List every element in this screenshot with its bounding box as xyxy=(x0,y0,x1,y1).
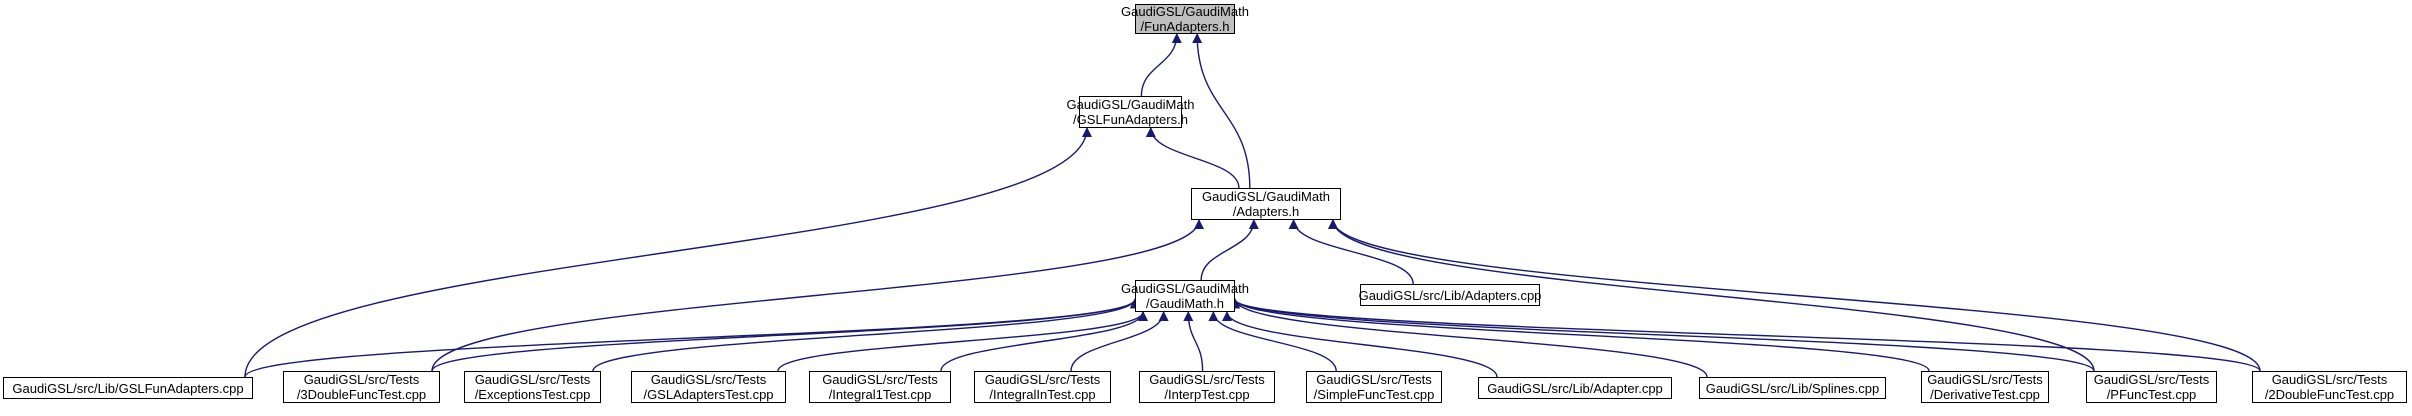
node-label-line: GaudiGSL/src/Lib/Splines.cpp xyxy=(1705,380,1880,396)
graph-node-t2doublefunc[interactable]: GaudiGSL/src/Tests/2DoubleFuncTest.cpp xyxy=(2252,371,2407,403)
node-label-line: /2DoubleFuncTest.cpp xyxy=(2264,387,2395,402)
node-label-line: GaudiGSL/src/Tests xyxy=(1316,372,1432,387)
edge-tpfunc-to-adapters-h xyxy=(1328,219,2095,372)
edge-gaudimath-h-to-adapters-h xyxy=(1200,219,1259,281)
node-label-line: GaudiGSL/GaudiMath xyxy=(1202,189,1330,204)
graph-node-texceptions[interactable]: GaudiGSL/src/Tests/ExceptionsTest.cpp xyxy=(464,371,601,403)
edge-texceptions-to-gaudimath-h xyxy=(592,298,1140,372)
graph-node-adapters-cpp[interactable]: GaudiGSL/src/Lib/Adapters.cpp xyxy=(1358,284,1542,306)
graph-node-tintegral1[interactable]: GaudiGSL/src/Tests/Integral1Test.cpp xyxy=(809,371,951,403)
node-label-line: GaudiGSL/src/Lib/Adapter.cpp xyxy=(1487,380,1663,396)
node-label-line: /InterpTest.cpp xyxy=(1164,387,1250,402)
node-label-line: /IntegralInTest.cpp xyxy=(989,387,1096,402)
graph-node-adapter-cpp[interactable]: GaudiGSL/src/Lib/Adapter.cpp xyxy=(1478,377,1672,399)
node-label-line: GaudiGSL/src/Tests xyxy=(1927,372,2043,387)
node-label-line: GaudiGSL/src/Tests xyxy=(2271,372,2388,387)
node-label-line: /Integral1Test.cpp xyxy=(828,387,932,402)
edge-t3doublefunc-to-adapters-h xyxy=(431,219,1204,372)
edge-tderivative-to-gaudimath-h xyxy=(1230,298,1930,372)
edge-tintegralin-to-gaudimath-h xyxy=(1070,311,1169,372)
graph-node-gslfunadapters-h[interactable]: GaudiGSL/GaudiMath/GSLFunAdapters.h xyxy=(1067,96,1194,128)
node-label-line: /FunAdapters.h xyxy=(1140,19,1230,34)
node-label-line: GaudiGSL/src/Lib/Adapters.cpp xyxy=(1358,287,1542,303)
node-label-line: /GaudiMath.h xyxy=(1145,296,1225,311)
edge-t2doublefunc-to-gaudimath-h xyxy=(1230,298,2261,372)
node-label-line: GaudiGSL/src/Tests xyxy=(303,372,420,387)
edge-adapters-h-to-gslfunadapters-h xyxy=(1145,127,1240,189)
graph-node-tintegralin[interactable]: GaudiGSL/src/Tests/IntegralInTest.cpp xyxy=(974,371,1111,403)
node-label-line: /GSLFunAdapters.h xyxy=(1073,112,1188,127)
node-label-line: /Adapters.h xyxy=(1232,204,1300,219)
node-label-line: /3DoubleFuncTest.cpp xyxy=(296,387,427,402)
graph-node-tpfunc[interactable]: GaudiGSL/src/Tests/PFuncTest.cpp xyxy=(2086,371,2217,403)
edge-adapters-cpp-to-adapters-h xyxy=(1288,219,1414,285)
edge-tintegral1-to-gaudimath-h xyxy=(940,311,1148,372)
graph-node-adapters-h[interactable]: GaudiGSL/GaudiMath/Adapters.h xyxy=(1191,188,1341,220)
graph-node-splines-cpp[interactable]: GaudiGSL/src/Lib/Splines.cpp xyxy=(1699,377,1886,399)
node-label-line: GaudiGSL/GaudiMath xyxy=(1121,281,1249,296)
edge-gslfunadapters-cpp-to-gslfunadapters-h xyxy=(244,127,1092,378)
node-label-line: /DerivativeTest.cpp xyxy=(1930,387,2040,402)
node-label-line: GaudiGSL/src/Lib/GSLFunAdapters.cpp xyxy=(12,380,244,396)
node-label-line: GaudiGSL/src/Tests xyxy=(474,372,591,387)
edge-t3doublefunc-to-gaudimath-h xyxy=(431,298,1140,372)
edge-tgsladapters-to-gaudimath-h xyxy=(777,311,1148,372)
node-label-line: GaudiGSL/src/Tests xyxy=(822,372,938,387)
edge-splines-cpp-to-gaudimath-h xyxy=(1230,298,1708,378)
edge-tinterp-to-gaudimath-h xyxy=(1183,311,1204,372)
node-label-line: /GSLAdaptersTest.cpp xyxy=(643,387,774,402)
edge-t2doublefunc-to-adapters-h xyxy=(1328,219,2261,372)
node-label-line: GaudiGSL/src/Tests xyxy=(650,372,767,387)
node-label-line: GaudiGSL/GaudiMath xyxy=(1066,97,1195,112)
node-label-line: /SimpleFuncTest.cpp xyxy=(1313,387,1435,402)
edge-tsimplefunc-to-gaudimath-h xyxy=(1208,311,1337,372)
graph-node-tsimplefunc[interactable]: GaudiGSL/src/Tests/SimpleFuncTest.cpp xyxy=(1306,371,1442,403)
node-label-line: GaudiGSL/src/Tests xyxy=(984,372,1101,387)
graph-node-t3doublefunc[interactable]: GaudiGSL/src/Tests/3DoubleFuncTest.cpp xyxy=(283,371,440,403)
edge-tpfunc-to-gaudimath-h xyxy=(1230,298,2095,372)
node-label-line: GaudiGSL/GaudiMath xyxy=(1121,4,1249,19)
node-label-line: /ExceptionsTest.cpp xyxy=(474,387,591,402)
graph-node-gslfunadapters-cpp[interactable]: GaudiGSL/src/Lib/GSLFunAdapters.cpp xyxy=(3,377,253,399)
graph-node-tinterp[interactable]: GaudiGSL/src/Tests/InterpTest.cpp xyxy=(1139,371,1275,403)
graph-node-tgsladapters[interactable]: GaudiGSL/src/Tests/GSLAdaptersTest.cpp xyxy=(631,371,786,403)
graph-node-funadapters-h[interactable]: GaudiGSL/GaudiMath/FunAdapters.h xyxy=(1121,4,1249,34)
node-label-line: GaudiGSL/src/Tests xyxy=(2093,372,2210,387)
node-label-line: /PFuncTest.cpp xyxy=(2106,387,2197,402)
edge-adapters-h-to-funadapters-h xyxy=(1192,33,1251,189)
graph-node-gaudimath-h[interactable]: GaudiGSL/GaudiMath/GaudiMath.h xyxy=(1121,280,1249,312)
edge-adapter-cpp-to-gaudimath-h xyxy=(1222,311,1498,378)
node-label-line: GaudiGSL/src/Tests xyxy=(1149,372,1265,387)
edge-gslfunadapters-h-to-funadapters-h xyxy=(1140,33,1182,97)
graph-node-tderivative[interactable]: GaudiGSL/src/Tests/DerivativeTest.cpp xyxy=(1921,371,2049,403)
